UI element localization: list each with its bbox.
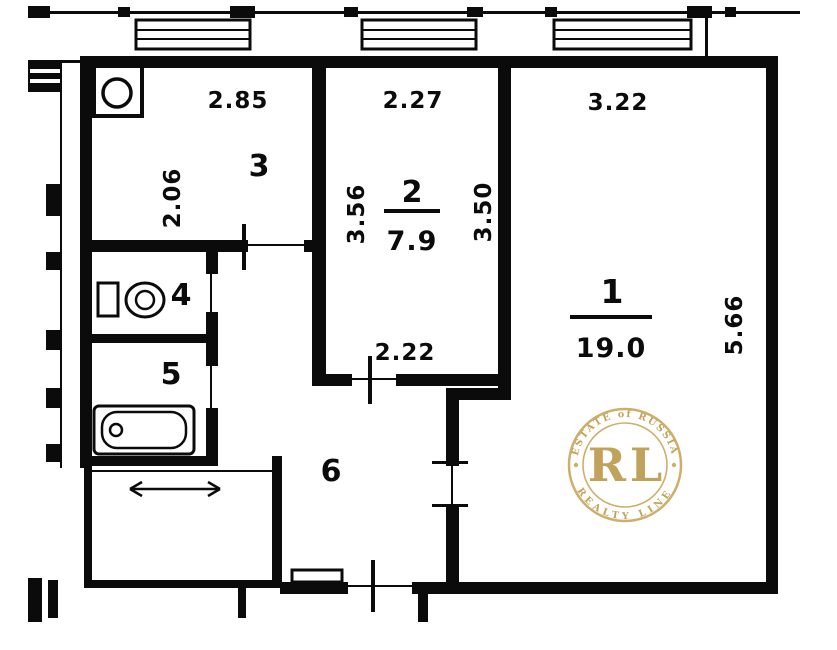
dim-room3-depth: 2.06 <box>160 168 186 229</box>
dim-room2-width-top: 2.27 <box>383 88 444 114</box>
dimension-labels: 2.85 2.27 3.22 2.06 3.56 3.50 2.22 5.66 <box>160 88 748 366</box>
outer-walls <box>80 56 778 594</box>
neighbor-wall-marks <box>28 60 80 622</box>
room1-number: 1 <box>601 272 624 311</box>
room2-area: 7.9 <box>387 226 438 257</box>
room3-number: 3 <box>249 149 270 184</box>
dim-room2-height-left: 3.56 <box>344 184 370 245</box>
entrance-door-tick <box>371 560 375 612</box>
room-labels: 3 2 7.9 1 19.0 4 5 6 <box>161 149 652 489</box>
watermark-stamp: ESTATE of RUSSIA REALTY LINE RL <box>567 407 683 523</box>
room1-area: 19.0 <box>576 333 647 364</box>
room1-door-tick-bottom <box>432 504 468 507</box>
interior-walls <box>80 56 511 594</box>
room6-number: 6 <box>321 454 342 489</box>
window-1 <box>134 18 252 51</box>
window-3 <box>552 18 693 51</box>
entrance-details <box>238 560 428 622</box>
watermark-right-dot <box>671 462 677 468</box>
room1-fraction-bar <box>570 315 652 319</box>
kitchen-door-tick <box>242 224 246 270</box>
watermark-inner-ring <box>582 422 668 508</box>
facade-line-and-ticks <box>28 6 800 58</box>
door-direction-arrow <box>129 480 221 498</box>
windows <box>134 18 693 51</box>
room5-number: 5 <box>161 357 182 392</box>
sink-icon <box>86 64 144 118</box>
watermark-initials: RL <box>588 438 667 492</box>
room1-door-tick-top <box>432 461 468 464</box>
dim-room3-width: 2.85 <box>208 88 269 114</box>
dim-room2-width-bottom: 2.22 <box>375 340 436 366</box>
entrance-step <box>290 568 344 584</box>
room2-fraction-bar <box>384 209 440 213</box>
dim-room1-height-right: 5.66 <box>722 295 748 356</box>
room2-door-tick <box>368 356 372 404</box>
dim-room2-height-right: 3.50 <box>471 182 497 243</box>
watermark-left-dot <box>573 462 579 468</box>
dim-room1-width-top: 3.22 <box>588 90 649 116</box>
room4-number: 4 <box>171 278 192 313</box>
bathtub-icon <box>92 404 196 456</box>
window-2 <box>360 18 478 51</box>
watermark-outer-ring <box>567 407 683 523</box>
toilet-icon <box>96 281 166 319</box>
room2-number: 2 <box>402 175 423 210</box>
